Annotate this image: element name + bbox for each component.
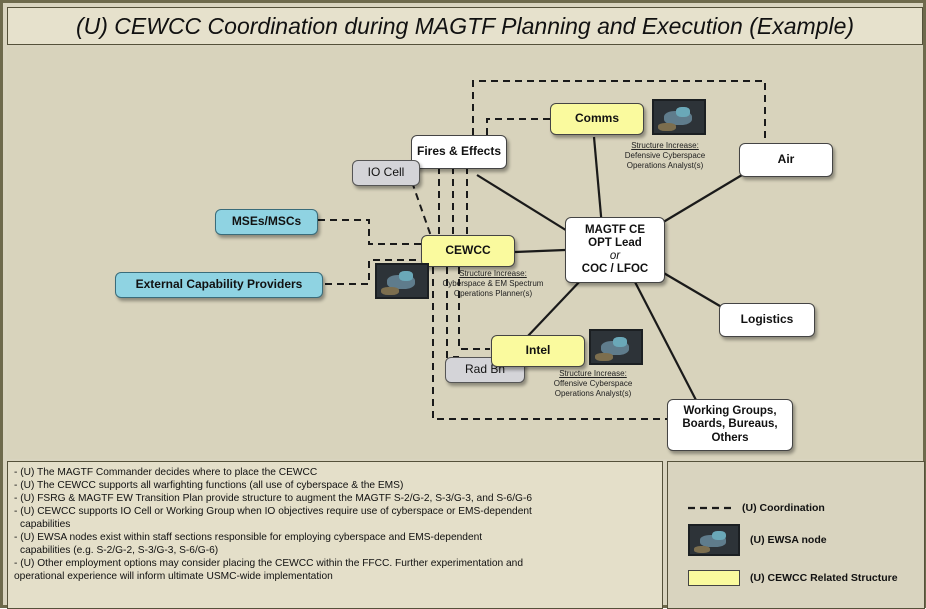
intel-label: Intel <box>525 343 551 358</box>
logistics-node: Logistics <box>719 303 815 337</box>
legend-related-structure: (U) CEWCC Related Structure <box>688 570 898 586</box>
line-center-fires <box>476 174 578 238</box>
comms-structure-line-2: Operations Analyst(s) <box>626 161 704 170</box>
comms-structure-heading: Structure Increase: <box>631 141 699 150</box>
line-center-logistics <box>661 271 726 310</box>
external-capability-providers-label: External Capability Providers <box>135 277 303 292</box>
dash-cewcc-intel <box>458 267 490 350</box>
note-line: - (U) CEWCC supports IO Cell or Working … <box>14 506 532 517</box>
page-title: (U) CEWCC Coordination during MAGTF Plan… <box>75 12 855 39</box>
cewcc-structure-line-1: Cyberspace & EM Spectrum <box>442 279 544 288</box>
cewcc-structure-heading: Structure Increase: <box>459 269 527 278</box>
working-groups-line-1: Working Groups, <box>683 405 777 418</box>
hub-line-1: MAGTF CE <box>584 223 646 236</box>
note-line: - (U) EWSA nodes exist within staff sect… <box>14 532 483 543</box>
working-groups-line-3: Others <box>711 431 749 444</box>
line-center-air <box>654 171 748 228</box>
external-capability-providers-node: External Capability Providers <box>115 272 323 298</box>
legend-ewsa-label: (U) EWSA node <box>750 534 827 546</box>
dash-mses-cewcc <box>318 219 421 245</box>
dash-cewcc-working <box>432 267 669 420</box>
cewcc-structure-line-2: Operations Planner(s) <box>453 289 533 298</box>
legend-ewsa: (U) EWSA node <box>688 524 827 556</box>
comms-node: Comms <box>550 103 644 135</box>
note-line: - (U) The MAGTF Commander decides where … <box>14 467 318 478</box>
air-label: Air <box>777 152 795 167</box>
line-center-cewcc <box>514 248 566 254</box>
line-center-intel <box>526 278 583 338</box>
note-line: operational experience will inform ultim… <box>14 571 333 582</box>
coordination-diagram: MAGTF CE OPT Lead or COC / LFOC Comms Fi… <box>7 47 923 459</box>
legend-coordination-label: (U) Coordination <box>742 502 825 514</box>
cewcc-node: CEWCC <box>421 235 515 267</box>
io-cell-label: IO Cell <box>367 165 405 180</box>
ewsa-node-icon <box>375 263 429 299</box>
dash-iocell-cewcc <box>411 181 433 240</box>
ewsa-node-icon <box>652 99 706 135</box>
hub-line-3: or <box>609 250 621 262</box>
intel-structure-note: Structure Increase: Offensive Cyberspace… <box>533 369 653 399</box>
note-line: - (U) The CEWCC supports all warfighting… <box>14 480 404 491</box>
ewsa-node-icon <box>589 329 643 365</box>
connector-lines <box>318 80 766 420</box>
legend-panel: (U) Coordination (U) EWSA node (U) CEWCC… <box>667 461 925 609</box>
intel-structure-line-2: Operations Analyst(s) <box>554 389 632 398</box>
mses-mscs-label: MSEs/MSCs <box>231 214 302 229</box>
note-line: capabilities (e.g. S-2/G-2, S-3/G-3, S-6… <box>20 545 219 556</box>
comms-structure-note: Structure Increase: Defensive Cyberspace… <box>605 141 725 171</box>
intel-node: Intel <box>491 335 585 367</box>
air-node: Air <box>739 143 833 177</box>
note-line: capabilities <box>20 519 71 530</box>
intel-structure-line-1: Offensive Cyberspace <box>553 379 633 388</box>
io-cell-node: IO Cell <box>352 160 420 186</box>
magtf-ce-hub: MAGTF CE OPT Lead or COC / LFOC <box>565 217 665 283</box>
note-line: - (U) Other employment options may consi… <box>14 558 524 569</box>
fires-effects-node: Fires & Effects <box>411 135 507 169</box>
fires-effects-label: Fires & Effects <box>416 144 502 159</box>
logistics-label: Logistics <box>740 312 794 327</box>
cewcc-label: CEWCC <box>445 243 491 258</box>
comms-label: Comms <box>574 111 619 126</box>
ewsa-node-icon <box>688 524 740 556</box>
line-center-working <box>634 281 698 403</box>
legend-coordination: (U) Coordination <box>688 502 825 514</box>
notes-panel: - (U) The MAGTF Commander decides where … <box>7 461 663 609</box>
legend-related-structure-label: (U) CEWCC Related Structure <box>750 572 898 584</box>
line-center-comms <box>592 136 604 228</box>
cewcc-structure-note: Structure Increase: Cyberspace & EM Spec… <box>425 269 561 299</box>
hub-line-2: OPT Lead <box>588 236 642 249</box>
dash-fires-comms <box>486 118 553 135</box>
note-line: - (U) FSRG & MAGTF EW Transition Plan pr… <box>14 493 533 504</box>
working-groups-line-2: Boards, Bureaus, <box>682 418 778 431</box>
yellow-box-swatch <box>688 570 740 586</box>
mses-mscs-node: MSEs/MSCs <box>215 209 318 235</box>
intel-structure-heading: Structure Increase: <box>559 369 627 378</box>
dashed-line-icon <box>688 506 732 510</box>
hub-line-4: COC / LFOC <box>581 263 649 276</box>
title-bar: (U) CEWCC Coordination during MAGTF Plan… <box>7 7 923 45</box>
dash-fires-air <box>472 80 766 147</box>
working-groups-node: Working Groups, Boards, Bureaus, Others <box>667 399 793 451</box>
comms-structure-line-1: Defensive Cyberspace <box>624 151 706 160</box>
